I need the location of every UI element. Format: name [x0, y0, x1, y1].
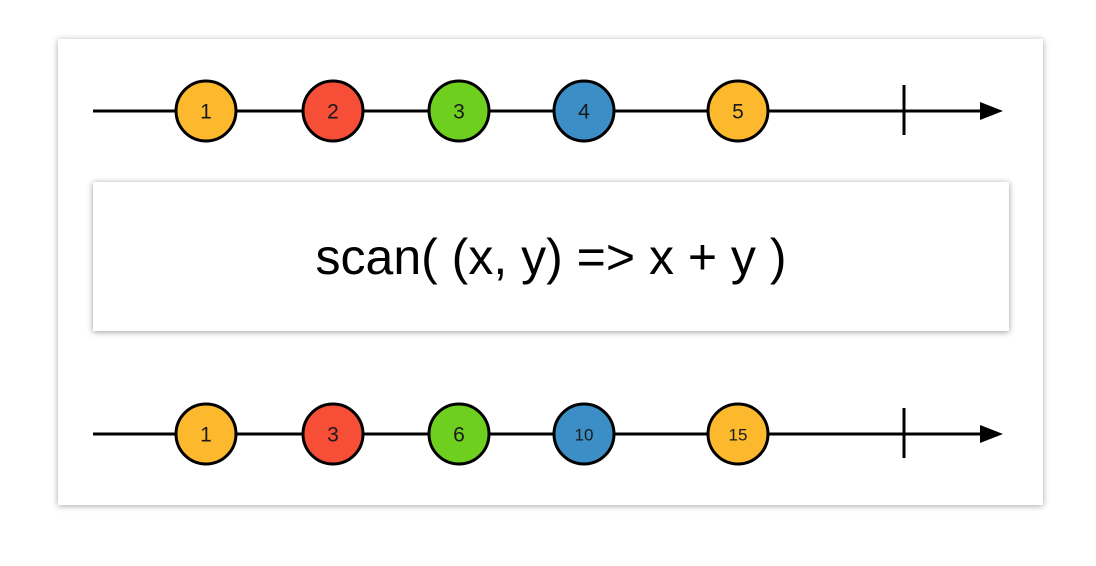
output-marble-circle [174, 402, 238, 466]
output-marble: 6 [427, 402, 491, 466]
output-marble-label: 1 [200, 424, 212, 447]
output-marble: 1 [174, 402, 238, 466]
output-marble-label: 10 [575, 426, 594, 445]
input-marble: 3 [427, 79, 491, 143]
input-marble-circle [552, 79, 616, 143]
input-marble-circle [706, 79, 770, 143]
input-marble-circle [174, 79, 238, 143]
input-marble-label: 4 [578, 101, 590, 124]
output-marble: 15 [706, 402, 770, 466]
output-marble: 10 [552, 402, 616, 466]
input-marble-label: 2 [327, 101, 339, 124]
input-marble: 1 [174, 79, 238, 143]
output-marble-label: 6 [453, 424, 465, 447]
input-marble-label: 3 [453, 101, 465, 124]
input-marble-circle [427, 79, 491, 143]
output-marble-circle [552, 402, 616, 466]
input-marble: 2 [301, 79, 365, 143]
input-marble: 4 [552, 79, 616, 143]
output-marbles: 1 3 6 10 15 [174, 402, 770, 466]
output-marble: 3 [301, 402, 365, 466]
output-timeline-svg: 1 3 6 10 15 [93, 402, 1003, 466]
input-marbles: 1 2 3 4 5 [174, 79, 770, 143]
output-timeline: 1 3 6 10 15 [0, 394, 1096, 474]
output-arrowhead-icon [980, 425, 1003, 443]
output-marble-circle [706, 402, 770, 466]
operator-box: scan( (x, y) => x + y ) [93, 182, 1009, 331]
input-marble-label: 1 [200, 101, 212, 124]
output-marble-circle [427, 402, 491, 466]
output-marble-circle [301, 402, 365, 466]
output-marble-label: 3 [327, 424, 339, 447]
input-timeline: 1 2 3 4 5 [0, 71, 1096, 151]
output-marble-label: 15 [729, 426, 748, 445]
input-marble: 5 [706, 79, 770, 143]
operator-label: scan( (x, y) => x + y ) [315, 228, 787, 285]
input-marble-label: 5 [732, 101, 744, 124]
input-arrowhead-icon [980, 102, 1003, 120]
input-timeline-svg: 1 2 3 4 5 [93, 79, 1003, 143]
input-marble-circle [301, 79, 365, 143]
